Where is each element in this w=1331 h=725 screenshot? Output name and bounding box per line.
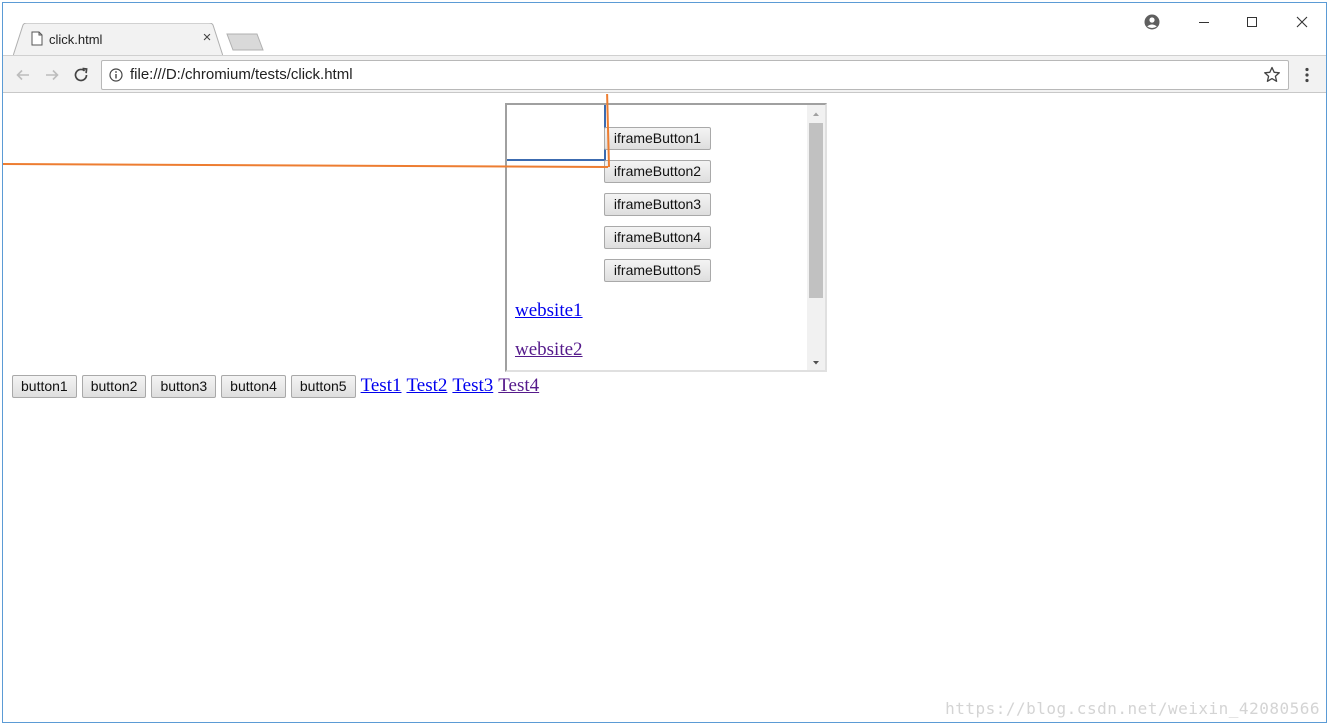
iframe-button-2[interactable]: iframeButton2 [604,160,711,183]
bookmark-star-icon[interactable] [1262,65,1282,85]
page-button-row: button1 button2 button3 button4 button5 … [12,374,544,398]
iframe-button-5[interactable]: iframeButton5 [604,259,711,282]
link-test1[interactable]: Test1 [360,375,402,396]
iframe-link-website2[interactable]: website2 [515,339,583,360]
iframe-button-1[interactable]: iframeButton1 [604,127,711,150]
tab-title: click.html [49,32,103,47]
tab-close-icon[interactable]: × [202,29,212,46]
info-icon[interactable] [109,68,123,82]
iframe-document: iframeButton1 iframeButton2 iframeButton… [507,105,807,370]
iframe[interactable]: iframeButton1 iframeButton2 iframeButton… [505,103,827,372]
button-2[interactable]: button2 [81,374,147,398]
iframe-button-4[interactable]: iframeButton4 [604,226,711,249]
menu-kebab-icon[interactable] [1297,63,1317,87]
link-test4[interactable]: Test4 [498,375,540,396]
tab-strip: click.html × [3,3,1326,56]
page-content: iframeButton1 iframeButton2 iframeButton… [3,94,1326,722]
button-3[interactable]: button3 [151,374,217,398]
button-4[interactable]: button4 [221,374,286,398]
button-1[interactable]: button1 [12,374,77,398]
close-window-icon[interactable] [1287,11,1317,33]
iframe-scrollbar[interactable] [807,105,825,370]
iframe-link-website1[interactable]: website1 [515,300,583,321]
highlight-box [507,105,606,161]
maximize-icon[interactable] [1237,11,1267,33]
link-test3[interactable]: Test3 [452,375,494,396]
scroll-up-icon[interactable] [810,108,822,120]
browser-toolbar: file:///D:/chromium/tests/click.html [3,55,1326,93]
button-5[interactable]: button5 [290,374,356,398]
link-test2[interactable]: Test2 [406,375,448,396]
new-tab-button[interactable] [225,32,265,52]
reload-icon[interactable] [69,63,93,87]
profile-icon[interactable] [1137,11,1167,33]
tab-click-html[interactable]: click.html × [13,23,223,56]
iframe-button-3[interactable]: iframeButton3 [604,193,711,216]
scrollbar-thumb[interactable] [809,123,823,298]
watermark: https://blog.csdn.net/weixin_42080566 [945,699,1320,718]
minimize-icon[interactable] [1189,11,1219,33]
page-icon [31,31,43,46]
scroll-down-icon[interactable] [810,357,822,369]
back-arrow-icon[interactable] [11,63,35,87]
address-bar[interactable]: file:///D:/chromium/tests/click.html [101,60,1289,90]
url-text[interactable]: file:///D:/chromium/tests/click.html [130,66,353,83]
tab-shape [13,23,223,56]
forward-arrow-icon[interactable] [40,63,64,87]
